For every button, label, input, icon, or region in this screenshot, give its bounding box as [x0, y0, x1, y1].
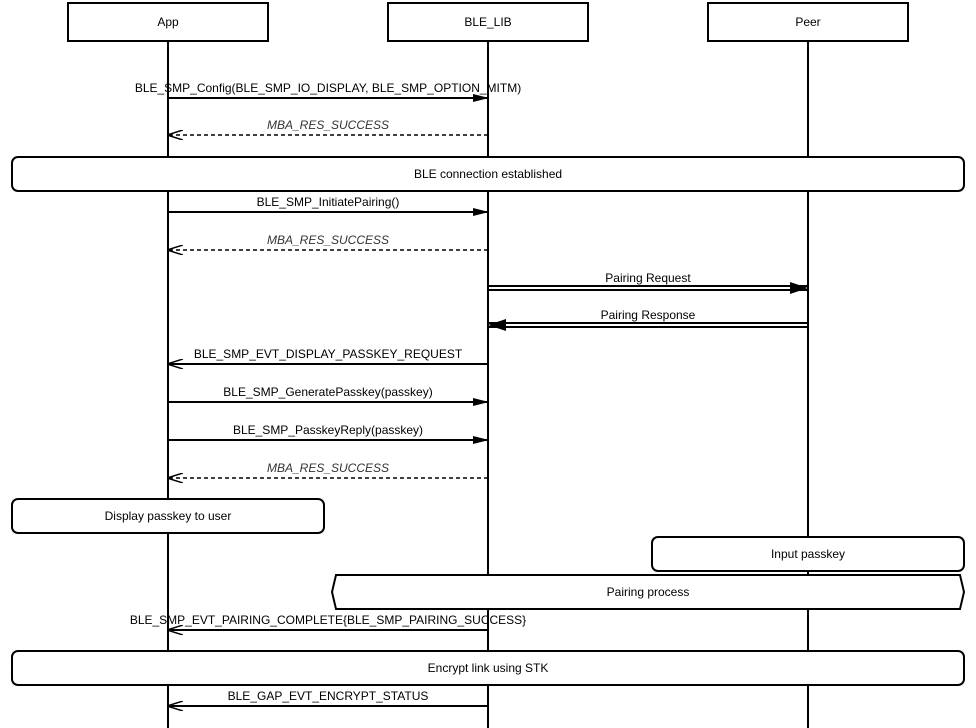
note-hexagon: Pairing process — [330, 574, 966, 610]
message-air: Pairing Request — [488, 271, 808, 294]
message-label: BLE_SMP_PasskeyReply(passkey) — [233, 423, 423, 437]
note-rounded: Display passkey to user — [11, 498, 325, 534]
message-event: BLE_GAP_EVT_ENCRYPT_STATUS — [168, 689, 488, 706]
message-label: Pairing Request — [605, 271, 691, 285]
note-label: BLE connection established — [414, 167, 562, 181]
message-call: BLE_SMP_GeneratePasskey(passkey) — [168, 385, 489, 406]
participant-label: BLE_LIB — [464, 15, 511, 29]
participant-label: Peer — [795, 15, 820, 29]
note-box — [11, 156, 965, 192]
note-label: Display passkey to user — [105, 509, 232, 523]
note-label: Pairing process — [607, 585, 690, 599]
message-label: BLE_SMP_InitiatePairing() — [257, 195, 400, 209]
message-return: MBA_RES_SUCCESS — [168, 461, 488, 478]
message-air: Pairing Response — [488, 308, 808, 331]
participant-box — [707, 2, 909, 42]
message-call: BLE_SMP_InitiatePairing() — [168, 195, 489, 216]
participant-app: App — [67, 2, 269, 42]
message-label: MBA_RES_SUCCESS — [267, 233, 389, 247]
note-label: Encrypt link using STK — [428, 661, 549, 675]
message-label: BLE_SMP_EVT_DISPLAY_PASSKEY_REQUEST — [194, 347, 463, 361]
message-event: BLE_SMP_EVT_PAIRING_COMPLETE{BLE_SMP_PAI… — [130, 613, 526, 630]
message-return: MBA_RES_SUCCESS — [168, 118, 488, 135]
message-label: MBA_RES_SUCCESS — [267, 118, 389, 132]
note-rounded: BLE connection established — [11, 156, 965, 192]
participant-label: App — [157, 15, 179, 29]
message-label: MBA_RES_SUCCESS — [267, 461, 389, 475]
note-box — [11, 498, 325, 534]
message-call: BLE_SMP_PasskeyReply(passkey) — [168, 423, 489, 444]
note-box — [330, 574, 966, 610]
note-box — [651, 536, 965, 572]
message-return: MBA_RES_SUCCESS — [168, 233, 488, 250]
arrowhead-icon — [488, 319, 506, 331]
note-rounded: Encrypt link using STK — [11, 650, 965, 686]
message-call: BLE_SMP_Config(BLE_SMP_IO_DISPLAY, BLE_S… — [135, 81, 521, 102]
participant-box — [67, 2, 269, 42]
note-box — [11, 650, 965, 686]
message-label: BLE_SMP_GeneratePasskey(passkey) — [223, 385, 432, 399]
message-label: Pairing Response — [601, 308, 696, 322]
participant-peer: Peer — [707, 2, 909, 42]
note-rounded: Input passkey — [651, 536, 965, 572]
participant-box — [387, 2, 589, 42]
message-label: BLE_SMP_Config(BLE_SMP_IO_DISPLAY, BLE_S… — [135, 81, 521, 95]
arrowhead-icon — [790, 282, 808, 294]
participant-lib: BLE_LIB — [387, 2, 589, 42]
message-label: BLE_SMP_EVT_PAIRING_COMPLETE{BLE_SMP_PAI… — [130, 613, 526, 627]
message-event: BLE_SMP_EVT_DISPLAY_PASSKEY_REQUEST — [168, 347, 488, 364]
message-label: BLE_GAP_EVT_ENCRYPT_STATUS — [228, 689, 429, 703]
note-label: Input passkey — [771, 547, 845, 561]
